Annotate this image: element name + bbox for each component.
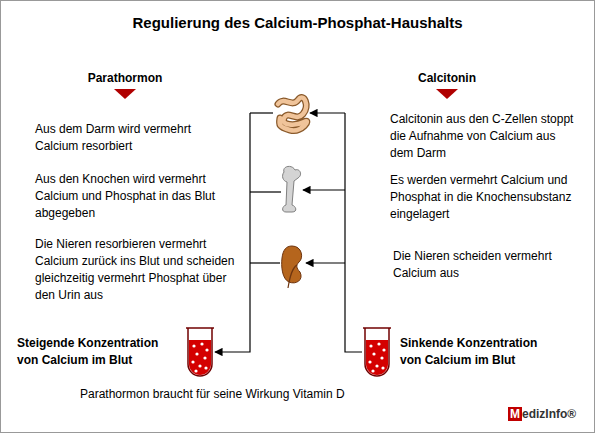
organ-arrow	[306, 262, 345, 263]
connector-stub	[250, 191, 281, 192]
kidney-icon	[282, 246, 302, 288]
connector-stub	[250, 112, 273, 113]
concentration-label: Steigende Konzentration von Calcium im B…	[17, 335, 177, 369]
note-text: Parathormon braucht für seine Wirkung Vi…	[80, 386, 440, 403]
hormone-heading: Calcitonin	[372, 70, 522, 87]
test-tube	[185, 326, 215, 378]
concentration-label: Sinkende Konzentration von Calcium im Bl…	[400, 335, 560, 369]
effect-text: Calcitonin aus den C-Zellen stoppt die A…	[390, 111, 580, 162]
test-tube-node: Sinkende Konzentration von Calcium im Bl…	[362, 326, 560, 378]
organ-arrow	[310, 112, 345, 113]
diagram-title: Regulierung des Calcium-Phosphat-Haushal…	[0, 14, 595, 31]
intestine-icon	[278, 98, 307, 131]
bone-icon	[283, 166, 301, 212]
organ-arrow	[303, 189, 345, 190]
red-triangle	[436, 89, 458, 99]
test-tube	[362, 326, 392, 378]
effect-text: Es werden vermehrt Calcium und Phosphat …	[390, 172, 580, 223]
watermark: MedizInfo®	[508, 406, 588, 423]
effect-text: Aus den Knochen wird vermehrt Calcium un…	[35, 171, 235, 222]
effect-text: Aus dem Darm wird vermehrt Calcium resor…	[35, 121, 235, 155]
red-triangle	[114, 89, 136, 99]
hormone-heading: Parathormon	[50, 70, 200, 87]
effect-text: Die Nieren scheiden vermehrt Calcium aus	[393, 248, 553, 282]
feedback-connector	[215, 113, 362, 352]
connector-stub	[250, 262, 280, 263]
effect-text: Die Nieren resorbieren vermehrt Calcium …	[35, 236, 235, 304]
test-tube-node: Steigende Konzentration von Calcium im B…	[17, 326, 215, 378]
